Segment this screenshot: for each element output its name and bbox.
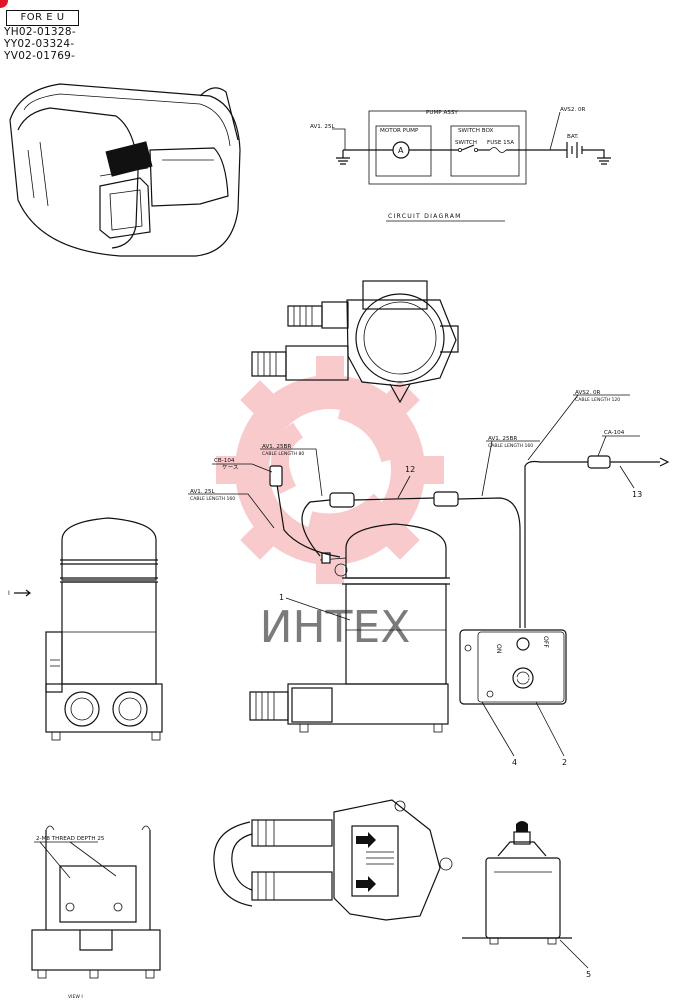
connector-cb104 (269, 465, 283, 487)
wire-ground-spec: AV1. 25L (190, 489, 216, 495)
watermark-text: ИНТЕХ (260, 602, 411, 653)
model-code-3: YV02-01769- (4, 50, 76, 62)
pump-assy-label: PUMP ASSY (426, 110, 458, 116)
fuse-label: FUSE 15A (487, 140, 514, 146)
wiring-harness (269, 455, 670, 628)
wire-battery-label: AVS2. 0R (560, 107, 586, 113)
part-number-4: 4 (512, 758, 517, 767)
connector-ca104 (587, 455, 611, 469)
wire-12-spec: AV1. 25BR (262, 444, 291, 450)
part-number-12: 12 (405, 465, 415, 474)
switch-label: SWITCH (455, 140, 477, 146)
callouts: AV1. 25BR CABLE LENGTH 80 AV1. 25BR CABL… (188, 390, 642, 767)
switch-on-label: ON (495, 644, 502, 654)
wire-batt-length: CABLE LENGTH 120 (575, 397, 620, 403)
part-number-2: 2 (562, 758, 567, 767)
part-number-5: 5 (586, 970, 591, 979)
wire-12-length: CABLE LENGTH 80 (262, 451, 304, 457)
corner-badge (0, 0, 8, 8)
view-i-label: VIEW I (68, 994, 83, 1000)
vehicle-location-sketch (9, 83, 241, 257)
circuit-diagram-title: CIRCUIT DIAGRAM (388, 213, 462, 220)
pump-side-view: I (8, 517, 163, 741)
circuit-diagram: PUMP ASSY MOTOR PUMP A SWITCH BOX SWITCH… (310, 107, 611, 222)
part-number-1: 1 (279, 593, 284, 602)
wire-ground-length: CABLE LENGTH 160 (190, 496, 235, 502)
view-arrow-label: I (8, 590, 10, 597)
view-i-drawing: 2-M8 THREAD DEPTH 25 VIEW I (31, 825, 161, 1000)
wire-main-spec: AV1. 25BR (488, 436, 517, 442)
battery-label: BAT. (567, 134, 579, 140)
wire-ground-label: AV1. 25L (310, 124, 336, 130)
pump-top-view-bottom (213, 799, 453, 921)
switch-off-label: OFF (542, 636, 549, 648)
switch-box-label: SWITCH BOX (458, 128, 493, 134)
model-code-1: YH02-01328- (4, 26, 76, 38)
main-pump-assembly (249, 523, 450, 733)
pump-top-view (251, 280, 459, 404)
connector-mid-left (329, 492, 355, 508)
wire-main-length: CABLE LENGTH 160 (488, 443, 533, 449)
switch-panel: FUSE ON OFF (459, 629, 567, 705)
connector-ca104-label: CA-104 (604, 430, 625, 436)
svg-text:A: A (398, 146, 404, 155)
part-number-13: 13 (632, 490, 642, 499)
motor-pump-label: MOTOR PUMP (380, 128, 419, 134)
model-code-2: YY02-03324- (4, 38, 75, 50)
fuse-cap-label: FUSE (516, 677, 531, 683)
connector-mid-right (433, 491, 459, 507)
part-5-drawing: 5 (462, 821, 591, 979)
wire-batt-spec: AVS2. 0R (575, 390, 601, 396)
region-label: FOR E U (6, 10, 79, 26)
connector-cb104-label: CB-104 (214, 458, 235, 464)
thread-note: 2-M8 THREAD DEPTH 25 (36, 836, 105, 842)
connector-cb104-sub: ケース (222, 464, 239, 471)
